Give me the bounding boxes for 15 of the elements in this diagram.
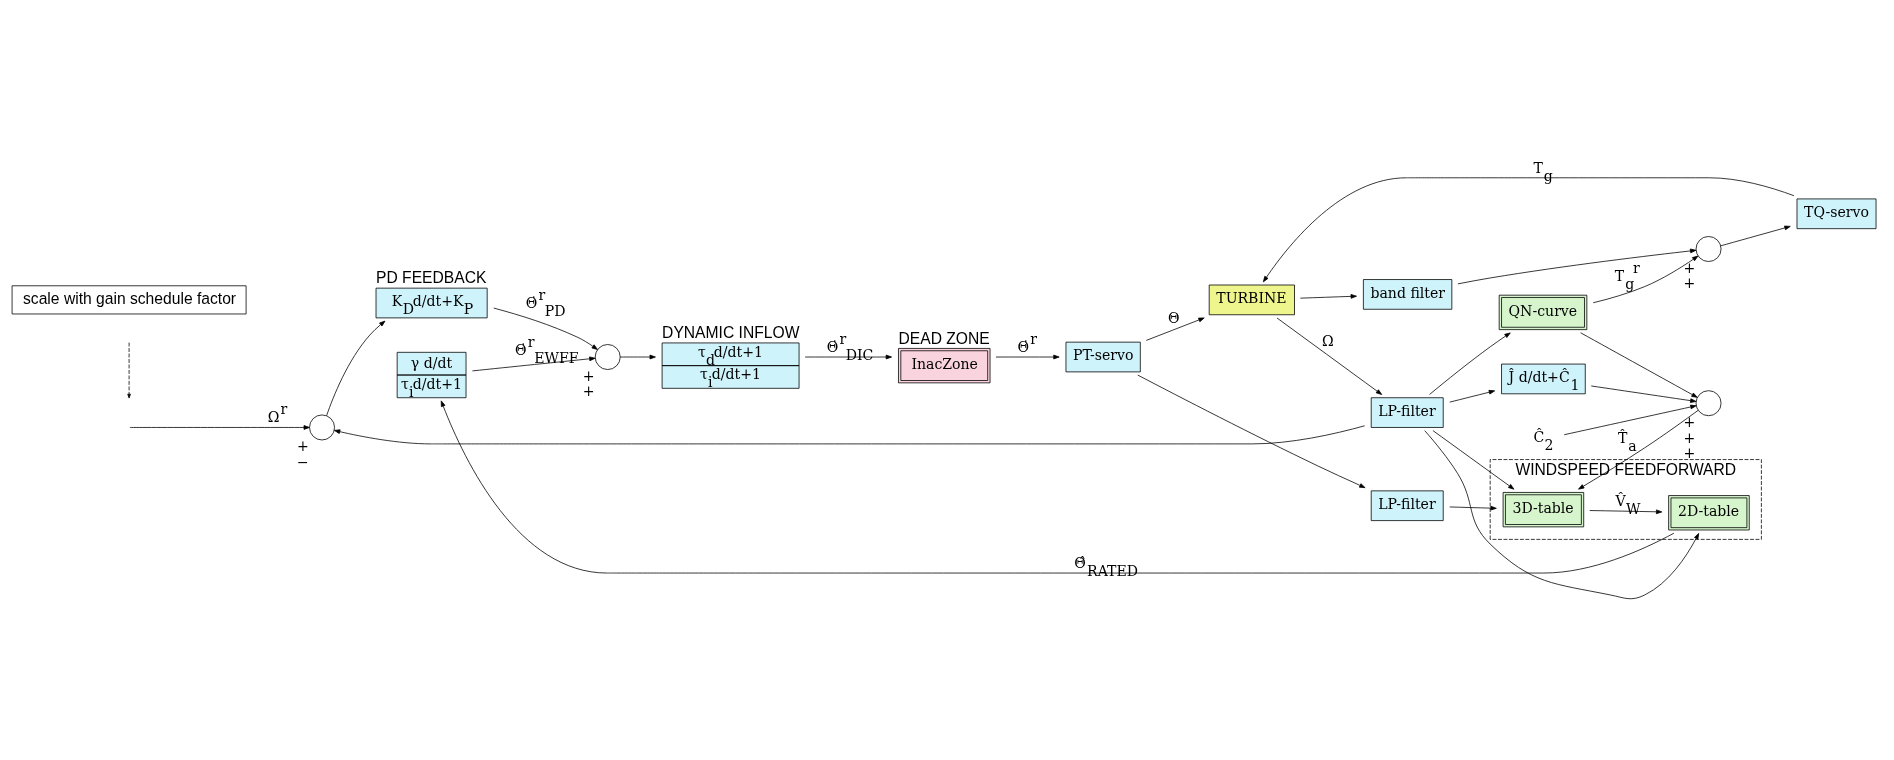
node-label: − xyxy=(296,453,309,470)
node-label: DYNAMIC INFLOW xyxy=(662,323,800,341)
legend-label: scale with gain schedule factor xyxy=(23,289,237,307)
node-label: + xyxy=(582,382,595,399)
node-label: + xyxy=(1683,413,1696,430)
node-label: + xyxy=(1683,274,1696,291)
node-label: + xyxy=(296,437,309,454)
node-label: PD FEEDBACK xyxy=(376,268,487,286)
node-label: + xyxy=(1683,444,1696,461)
edge-label: Θ xyxy=(1167,309,1180,326)
node-label: + xyxy=(1683,259,1696,276)
node-label: DEAD ZONE xyxy=(898,329,990,347)
node-label: + xyxy=(582,367,595,384)
node-label: + xyxy=(1683,429,1696,446)
edge-label: Ω xyxy=(1322,332,1334,349)
